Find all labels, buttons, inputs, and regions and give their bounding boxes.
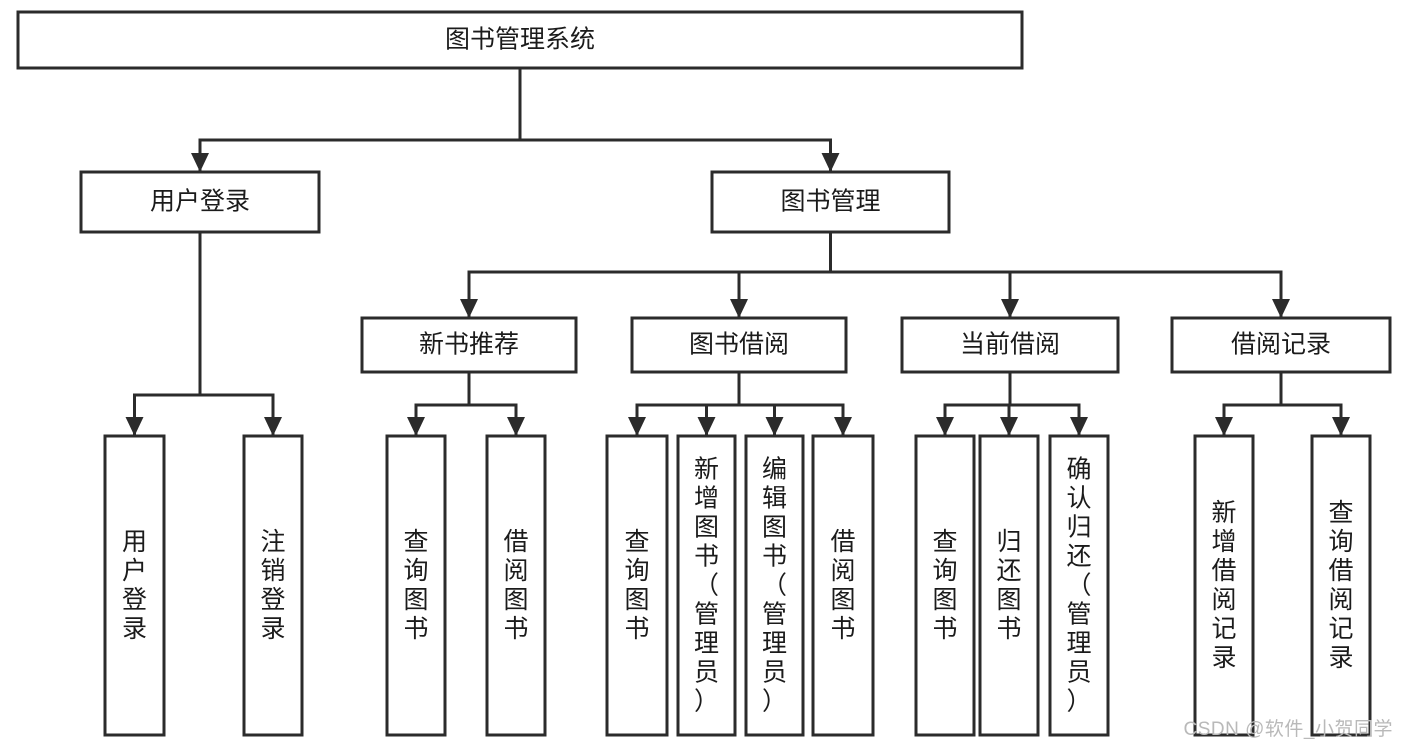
node-root-box[interactable]: [16, 10, 1024, 70]
node-user-login[interactable]: 用户登录: [79, 170, 321, 234]
node-leaf-user-login[interactable]: 用户登录: [103, 434, 166, 737]
edge-new-book-recommend-arrow-0: [407, 417, 425, 436]
watermark-label: CSDN @软件_小贺同学: [1183, 719, 1393, 740]
node-leaf-add-book-label: 新增图书（管理员）: [694, 456, 719, 716]
edge-new-book-recommend-arrow-1: [507, 417, 525, 436]
node-leaf-borrow-book-1-label: 借阅图书: [503, 528, 528, 643]
node-user-login-label: 用户登录: [150, 188, 250, 216]
node-boxes: 图书管理系统用户登录图书管理新书推荐图书借阅当前借阅借阅记录用户登录注销登录查询…: [16, 10, 1392, 737]
edge-current-borrow-arrow-2: [1070, 417, 1088, 436]
node-leaf-add-book-box[interactable]: [676, 434, 737, 737]
node-leaf-query-book-1-label: 查询图书: [403, 528, 428, 643]
edge-book-borrow-arrow-0: [628, 417, 646, 436]
node-leaf-edit-book-label: 编辑图书（管理员）: [762, 456, 787, 716]
node-leaf-query-record-label: 查询借阅记录: [1328, 499, 1353, 672]
node-leaf-user-logout-box[interactable]: [242, 434, 304, 737]
node-leaf-query-book-2[interactable]: 查询图书: [605, 434, 669, 737]
edge-book-borrow-arrow-3: [834, 417, 852, 436]
node-leaf-confirm-return[interactable]: 确认归还（管理员）: [1048, 434, 1110, 737]
connector-lines: [125, 66, 1350, 438]
node-user-login-box[interactable]: [79, 170, 321, 234]
node-leaf-borrow-book-1-box[interactable]: [485, 434, 547, 737]
node-leaf-edit-book[interactable]: 编辑图书（管理员）: [744, 434, 805, 737]
node-root-label: 图书管理系统: [445, 26, 595, 54]
node-borrow-record-box[interactable]: [1170, 316, 1392, 374]
node-book-manage-label: 图书管理: [780, 188, 880, 216]
edge-user-login-arrow-1: [264, 417, 282, 436]
edge-borrow-record-arrow-0: [1215, 417, 1233, 436]
node-leaf-user-login-label: 用户登录: [122, 528, 147, 643]
node-current-borrow-label: 当前借阅: [960, 331, 1060, 359]
node-leaf-edit-book-box[interactable]: [744, 434, 805, 737]
node-leaf-query-book-3-label: 查询图书: [932, 528, 957, 643]
edge-user-login-arrow-0: [125, 417, 144, 436]
node-leaf-query-book-3-box[interactable]: [914, 434, 976, 737]
node-leaf-user-logout[interactable]: 注销登录: [242, 434, 304, 737]
edge-book-manage-arrow-1: [730, 299, 748, 318]
node-leaf-confirm-return-label: 确认归还（管理员）: [1066, 456, 1091, 716]
edge-book-borrow-arrow-2: [765, 417, 784, 436]
edge-book-borrow-arrow-1: [697, 417, 716, 436]
edge-book-manage-arrow-2: [1001, 299, 1019, 318]
node-book-manage[interactable]: 图书管理: [710, 170, 951, 234]
edge-book-manage-arrow-0: [460, 299, 478, 318]
edge-root-arrow-1: [821, 153, 840, 172]
node-leaf-borrow-book-2-box[interactable]: [811, 434, 875, 737]
node-leaf-borrow-book-2[interactable]: 借阅图书: [811, 434, 875, 737]
node-leaf-query-book-1[interactable]: 查询图书: [385, 434, 447, 737]
edge-current-borrow-arrow-0: [936, 417, 954, 436]
node-leaf-query-book-2-label: 查询图书: [624, 528, 649, 643]
node-leaf-query-book-1-box[interactable]: [385, 434, 447, 737]
node-leaf-add-record-label: 新增借阅记录: [1211, 499, 1236, 672]
node-new-book-recommend-box[interactable]: [360, 316, 578, 374]
node-book-borrow[interactable]: 图书借阅: [630, 316, 848, 374]
node-leaf-confirm-return-box[interactable]: [1048, 434, 1110, 737]
node-new-book-recommend[interactable]: 新书推荐: [360, 316, 578, 374]
node-leaf-query-record-box[interactable]: [1310, 434, 1372, 737]
node-leaf-add-book[interactable]: 新增图书（管理员）: [676, 434, 737, 737]
node-leaf-return-book[interactable]: 归还图书: [978, 434, 1040, 737]
node-leaf-query-book-3[interactable]: 查询图书: [914, 434, 976, 737]
node-leaf-borrow-book-1[interactable]: 借阅图书: [485, 434, 547, 737]
node-new-book-recommend-label: 新书推荐: [419, 331, 519, 359]
node-current-borrow-box[interactable]: [900, 316, 1120, 374]
node-leaf-query-book-2-box[interactable]: [605, 434, 669, 737]
node-leaf-user-login-box[interactable]: [103, 434, 166, 737]
node-leaf-borrow-book-2-label: 借阅图书: [830, 528, 855, 643]
node-leaf-query-record[interactable]: 查询借阅记录: [1310, 434, 1372, 737]
node-book-borrow-label: 图书借阅: [689, 331, 789, 359]
node-borrow-record-label: 借阅记录: [1231, 331, 1331, 359]
edge-root-arrow-0: [191, 153, 209, 172]
edge-current-borrow-arrow-1: [1000, 417, 1018, 436]
node-leaf-return-book-box[interactable]: [978, 434, 1040, 737]
node-leaf-add-record-box[interactable]: [1193, 434, 1255, 737]
node-current-borrow[interactable]: 当前借阅: [900, 316, 1120, 374]
node-leaf-add-record[interactable]: 新增借阅记录: [1193, 434, 1255, 737]
node-book-manage-box[interactable]: [710, 170, 951, 234]
node-leaf-return-book-label: 归还图书: [996, 528, 1021, 643]
node-root[interactable]: 图书管理系统: [16, 10, 1024, 70]
node-leaf-user-logout-label: 注销登录: [260, 528, 285, 643]
edge-borrow-record-arrow-1: [1332, 417, 1350, 436]
node-book-borrow-box[interactable]: [630, 316, 848, 374]
edge-book-manage-arrow-3: [1272, 299, 1290, 318]
node-borrow-record[interactable]: 借阅记录: [1170, 316, 1392, 374]
